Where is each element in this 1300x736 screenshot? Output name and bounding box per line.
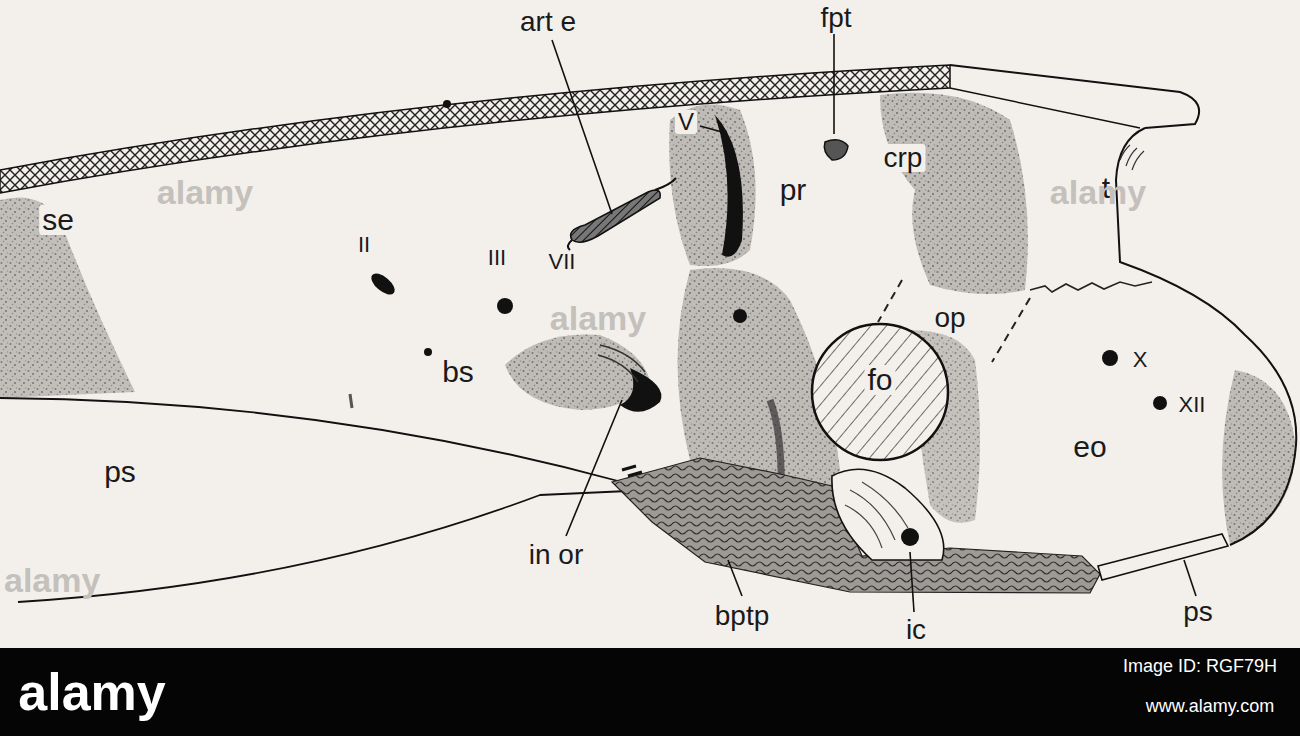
part-label: bs: [439, 357, 477, 387]
nerve-label: XII: [1176, 394, 1209, 416]
nerve-label: VII: [546, 251, 579, 273]
watermark-logo: alamy: [18, 666, 165, 718]
part-label: fpt: [817, 4, 854, 32]
part-label: eo: [1070, 432, 1109, 462]
part-label: crp: [881, 144, 926, 172]
watermark: alamy: [157, 175, 253, 209]
watermark: alamy: [1050, 175, 1146, 209]
part-label: art e: [517, 8, 579, 36]
part-label: bptp: [712, 602, 773, 630]
part-label: in or: [526, 541, 586, 569]
image-id: Image ID: RGF79H: [1123, 657, 1277, 675]
part-label: se: [39, 205, 77, 235]
part-label: op: [931, 304, 968, 332]
nerve-label: II: [355, 234, 373, 256]
watermark: alamy: [550, 301, 646, 335]
part-label: fo: [864, 365, 895, 395]
nerve-label: X: [1130, 349, 1151, 371]
watermark: alamy: [4, 563, 100, 597]
nerve-label: V: [675, 110, 697, 134]
part-label: ps: [101, 457, 139, 487]
part-label: pr: [777, 175, 810, 205]
nerve-label: III: [485, 247, 509, 269]
source-url: www.alamy.com: [1146, 697, 1275, 715]
part-label: ps: [1180, 598, 1216, 626]
part-label: ic: [903, 616, 929, 644]
